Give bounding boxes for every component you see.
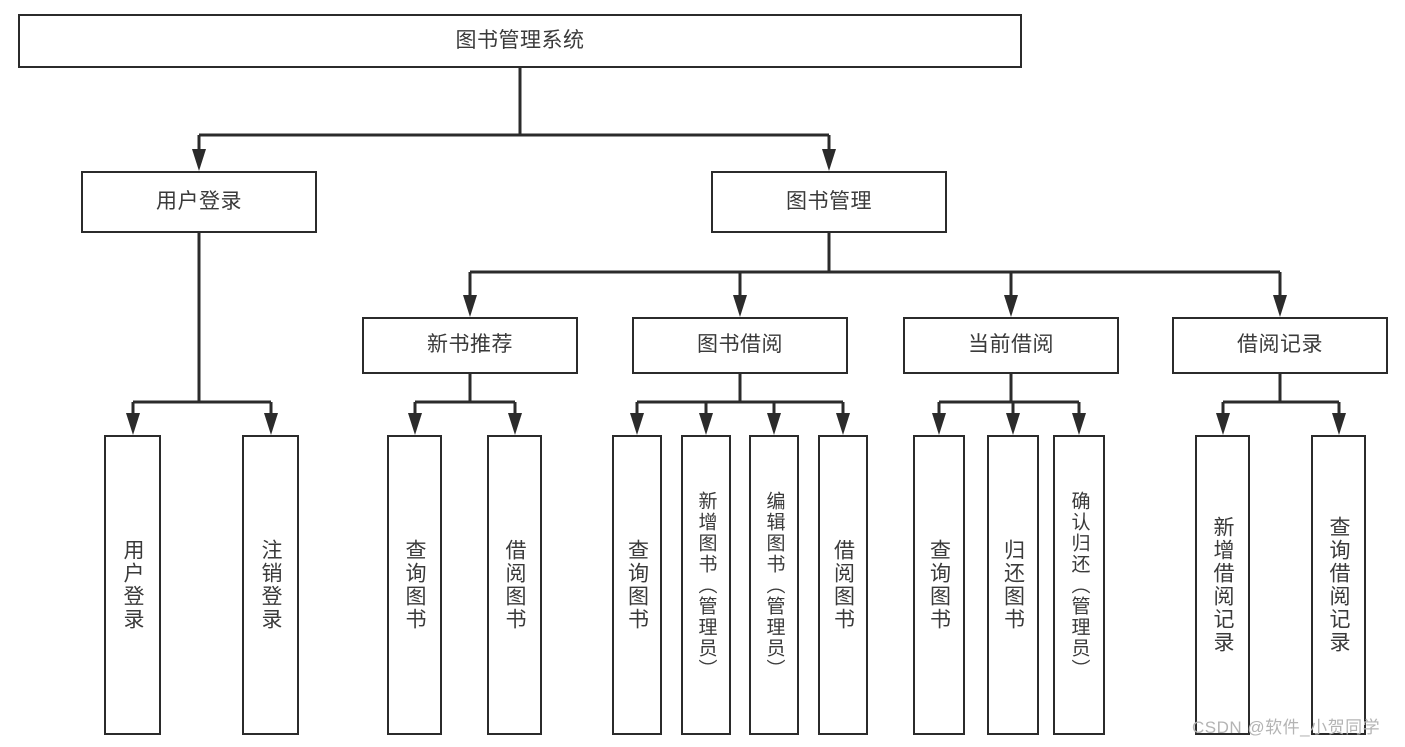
node-label: 图书管理系统	[455, 28, 585, 52]
connector-arrowhead	[1332, 413, 1346, 435]
connector-arrowhead	[822, 149, 836, 171]
connector-arrowhead	[1072, 413, 1086, 435]
node-label: 当前借阅	[968, 333, 1054, 357]
node-label: 归还图书	[1001, 539, 1025, 631]
node-user-login[interactable]: 用户登录	[81, 171, 317, 233]
connector-arrowhead	[699, 413, 713, 435]
connector-arrowhead	[630, 413, 644, 435]
connector-arrowhead	[1004, 295, 1018, 317]
node-label: 查询图书	[625, 539, 649, 631]
connector-arrowhead	[1216, 413, 1230, 435]
node-book-manage[interactable]: 图书管理	[711, 171, 947, 233]
node-label: 借阅记录	[1237, 333, 1323, 357]
node-leaf-query-book-3[interactable]: 查询图书	[913, 435, 965, 735]
connector-arrowhead	[932, 413, 946, 435]
node-borrow-record[interactable]: 借阅记录	[1172, 317, 1388, 374]
node-leaf-add-record[interactable]: 新增借阅记录	[1195, 435, 1250, 735]
node-label: 图书管理	[786, 189, 872, 213]
connector-arrowhead	[508, 413, 522, 435]
node-leaf-user-login[interactable]: 用户登录	[104, 435, 161, 735]
connector-arrowhead	[1006, 413, 1020, 435]
node-label: 借阅图书	[503, 539, 526, 631]
node-label: 新增图书（管理员）	[695, 490, 717, 680]
connector-arrowhead	[264, 413, 278, 435]
node-label: 借阅图书	[831, 539, 855, 631]
node-book-borrow[interactable]: 图书借阅	[632, 317, 848, 374]
node-label: 图书借阅	[697, 333, 783, 357]
connector-arrowhead	[767, 413, 781, 435]
node-leaf-query-record[interactable]: 查询借阅记录	[1311, 435, 1366, 735]
node-leaf-confirm-return[interactable]: 确认归还（管理员）	[1053, 435, 1105, 735]
connector-arrowhead	[836, 413, 850, 435]
node-leaf-query-book-2[interactable]: 查询图书	[612, 435, 662, 735]
node-label: 新增借阅记录	[1211, 516, 1234, 654]
node-label: 新书推荐	[427, 333, 513, 357]
node-label: 注销登录	[259, 539, 282, 631]
connector-arrowhead	[126, 413, 140, 435]
node-leaf-query-book-1[interactable]: 查询图书	[387, 435, 442, 735]
connector-arrowhead	[1273, 295, 1287, 317]
node-leaf-add-book[interactable]: 新增图书（管理员）	[681, 435, 731, 735]
node-leaf-borrow-book-1[interactable]: 借阅图书	[487, 435, 542, 735]
node-root[interactable]: 图书管理系统	[18, 14, 1022, 68]
connector-arrowhead	[192, 149, 206, 171]
node-leaf-logout[interactable]: 注销登录	[242, 435, 299, 735]
node-label: 编辑图书（管理员）	[763, 490, 785, 680]
node-leaf-return-book[interactable]: 归还图书	[987, 435, 1039, 735]
connector-arrowhead	[463, 295, 477, 317]
connector-arrowhead	[408, 413, 422, 435]
node-label: 用户登录	[121, 539, 144, 631]
node-label: 查询借阅记录	[1327, 516, 1350, 654]
node-label: 确认归还（管理员）	[1068, 490, 1090, 680]
node-current-borrow[interactable]: 当前借阅	[903, 317, 1119, 374]
node-label: 查询图书	[927, 539, 951, 631]
node-label: 查询图书	[403, 539, 426, 631]
node-new-book-recommend[interactable]: 新书推荐	[362, 317, 578, 374]
node-leaf-edit-book[interactable]: 编辑图书（管理员）	[749, 435, 799, 735]
connector-arrowhead	[733, 295, 747, 317]
node-label: 用户登录	[156, 189, 242, 213]
node-leaf-borrow-book-2[interactable]: 借阅图书	[818, 435, 868, 735]
